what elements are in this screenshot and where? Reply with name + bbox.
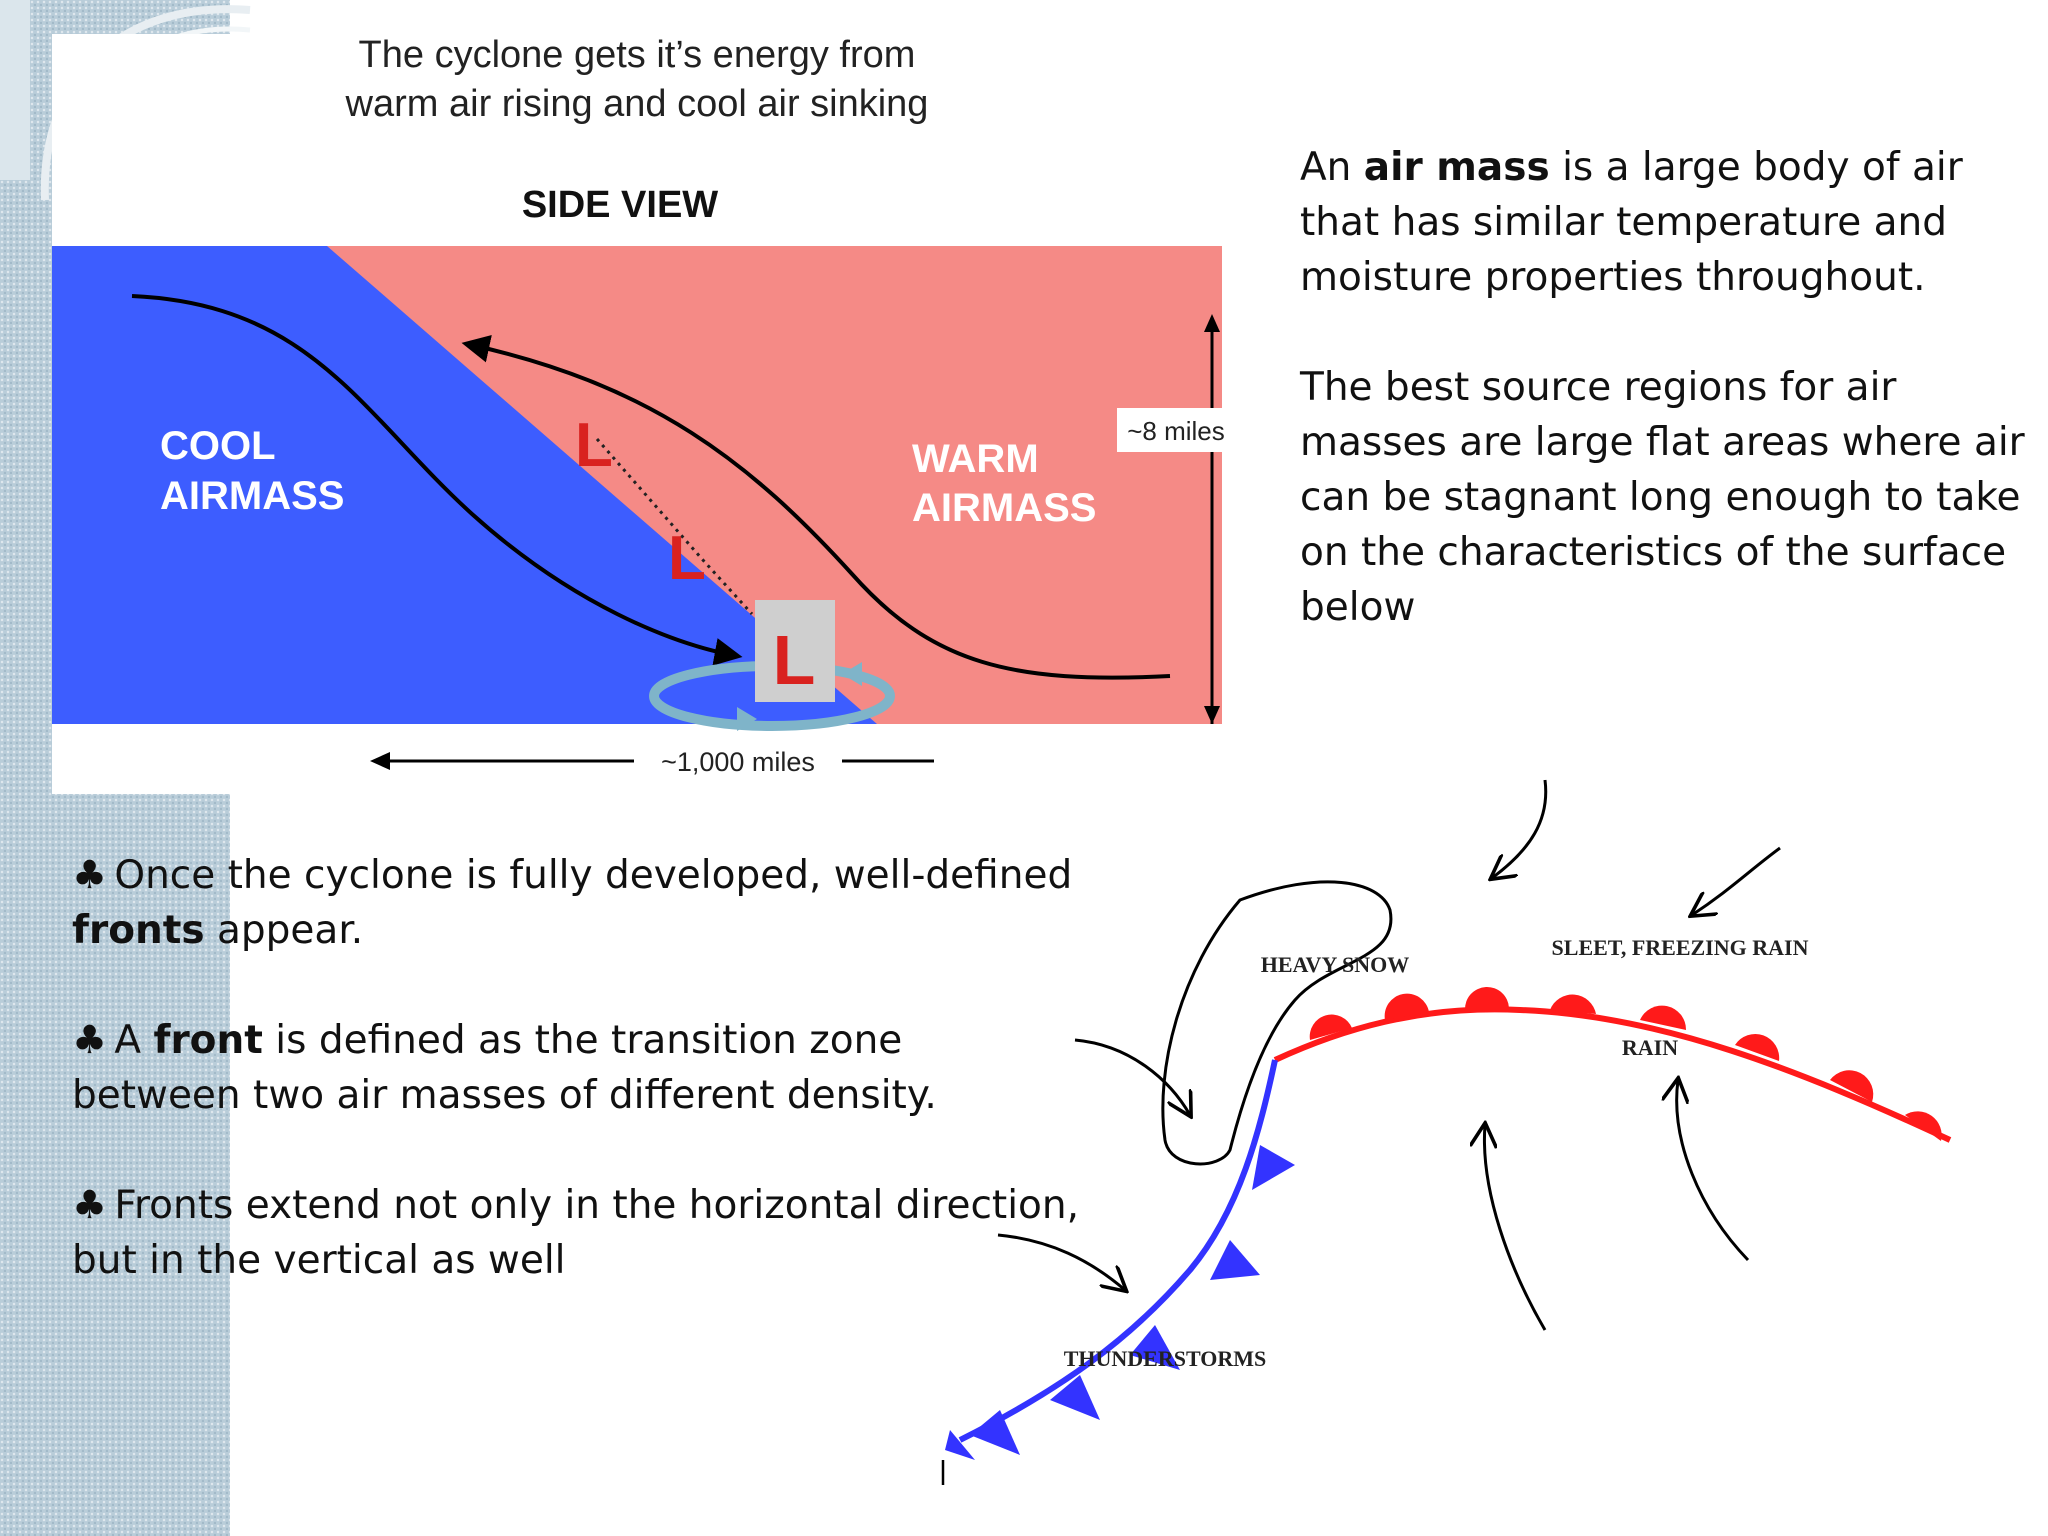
warm-air-rising-arrow — [461, 335, 1171, 680]
air-mass-definition: An air mass is a large body of air that … — [1300, 145, 1963, 300]
cool-airmass-label-line1: COOL — [160, 424, 276, 468]
diagram-title-line2: warm air rising and cool air sinking — [345, 83, 929, 125]
cool-air-sinking-arrow — [131, 294, 743, 666]
warm-airmass-label-line1: WARM — [912, 437, 1039, 481]
width-label: ~1,000 miles — [661, 747, 815, 777]
low-track-dotted-line — [595, 438, 754, 616]
rotation-arrow-right — [842, 662, 862, 686]
height-label: ~8 miles — [1127, 416, 1225, 446]
club-bullet-icon: ♣ — [72, 853, 107, 898]
air-mass-term: air mass — [1363, 145, 1550, 190]
bullet-fronts-appear: ♣ Once the cyclone is fully developed, w… — [72, 848, 1082, 958]
airflow-arrow-bottom-center — [1484, 1125, 1547, 1331]
side-view-heading: SIDE VIEW — [522, 184, 718, 226]
warm-front-line — [1273, 1006, 1952, 1143]
low-marker-surface: L — [773, 621, 816, 699]
club-bullet-icon: ♣ — [72, 1183, 107, 1228]
warm-airmass-label-line2: AIRMASS — [912, 486, 1096, 530]
surface-low-box — [755, 600, 835, 702]
diagram-title-line1: The cyclone gets it’s energy from — [359, 34, 916, 76]
rotation-arrow-left — [737, 707, 757, 731]
fronts-text-block: ♣ Once the cyclone is fully developed, w… — [72, 848, 1082, 1288]
airflow-arrow-bottom-right — [1677, 1080, 1750, 1262]
source-regions-text: The best source regions for air masses a… — [1300, 365, 2025, 630]
warm-front-semicircles — [1309, 986, 1942, 1141]
heavy-snow-label: HEAVY SNOW — [1261, 952, 1410, 977]
airflow-arrow-top-right — [1692, 846, 1781, 915]
cool-airmass-label-line2: AIRMASS — [160, 474, 344, 518]
cold-front-triangles — [945, 1145, 1295, 1460]
cold-front-line — [958, 1059, 1278, 1443]
side-view-svg: The cyclone gets it’s energy from warm a… — [52, 34, 1235, 777]
air-mass-text-block: An air mass is a large body of air that … — [1300, 140, 2040, 635]
club-bullet-icon: ♣ — [72, 1018, 107, 1063]
sleet-freezing-rain-label: SLEET, FREEZING RAIN — [1552, 935, 1809, 960]
airflow-arrow-left-lower — [997, 1233, 1125, 1290]
low-marker-middle: L — [668, 524, 706, 593]
thunderstorms-label: THUNDERSTORMS — [1064, 1346, 1267, 1371]
low-marker-upper: L — [575, 411, 613, 480]
fronts-map-diagram: HEAVY SNOW SLEET, FREEZING RAIN RAIN THU… — [941, 779, 1952, 1485]
bullet-front-definition: ♣ A front is defined as the transition z… — [72, 1013, 1082, 1123]
bullet-fronts-vertical: ♣ Fronts extend not only in the horizont… — [72, 1178, 1082, 1288]
airflow-arrow-left-upper — [1074, 1038, 1190, 1115]
rain-label: RAIN — [1622, 1035, 1678, 1060]
cool-airmass-region — [52, 246, 877, 724]
side-view-diagram: The cyclone gets it’s energy from warm a… — [52, 34, 1274, 794]
heavy-snow-region — [1161, 880, 1393, 1166]
airflow-arrow-top — [1492, 779, 1548, 878]
